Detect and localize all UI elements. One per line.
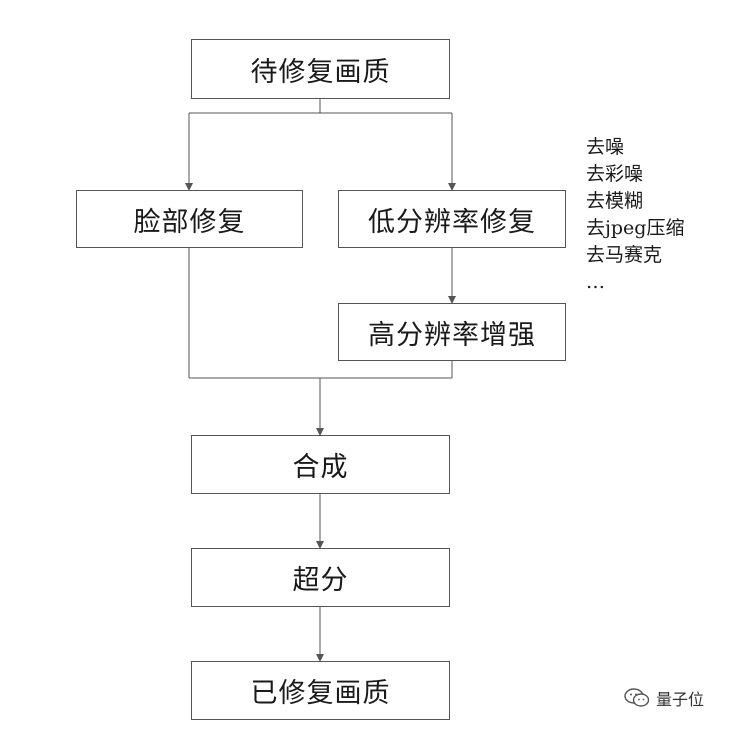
node-output-image: 已修复画质 xyxy=(191,661,450,720)
step-item: … xyxy=(586,271,605,293)
node-merge: 合成 xyxy=(191,435,450,494)
node-super-resolution: 超分 xyxy=(191,548,450,607)
wechat-icon xyxy=(624,688,650,708)
watermark-text: 量子位 xyxy=(656,690,705,709)
node-high-res-enhance-label: 高分辨率增强 xyxy=(368,319,536,351)
node-merge-label: 合成 xyxy=(292,452,349,483)
node-input-image: 待修复画质 xyxy=(191,39,450,99)
step-item: 去噪 xyxy=(586,136,625,158)
node-low-res-restore: 低分辨率修复 xyxy=(338,190,566,248)
node-input-image-label: 待修复画质 xyxy=(250,56,391,88)
node-super-resolution-label: 超分 xyxy=(292,565,349,596)
low-res-restore-steps: 去噪 去彩噪 去模糊 去jpeg压缩 去马赛克 … xyxy=(586,134,684,296)
step-item: 去模糊 xyxy=(586,190,644,212)
node-high-res-enhance: 高分辨率增强 xyxy=(338,303,566,361)
node-low-res-restore-label: 低分辨率修复 xyxy=(368,206,536,238)
watermark: 量子位 xyxy=(624,686,704,710)
step-item: 去彩噪 xyxy=(586,163,644,185)
node-face-restore-label: 脸部修复 xyxy=(133,206,246,238)
step-item: 去马赛克 xyxy=(586,244,663,266)
step-item: 去jpeg压缩 xyxy=(586,217,685,239)
node-face-restore: 脸部修复 xyxy=(76,190,303,248)
node-output-image-label: 已修复画质 xyxy=(250,678,391,709)
